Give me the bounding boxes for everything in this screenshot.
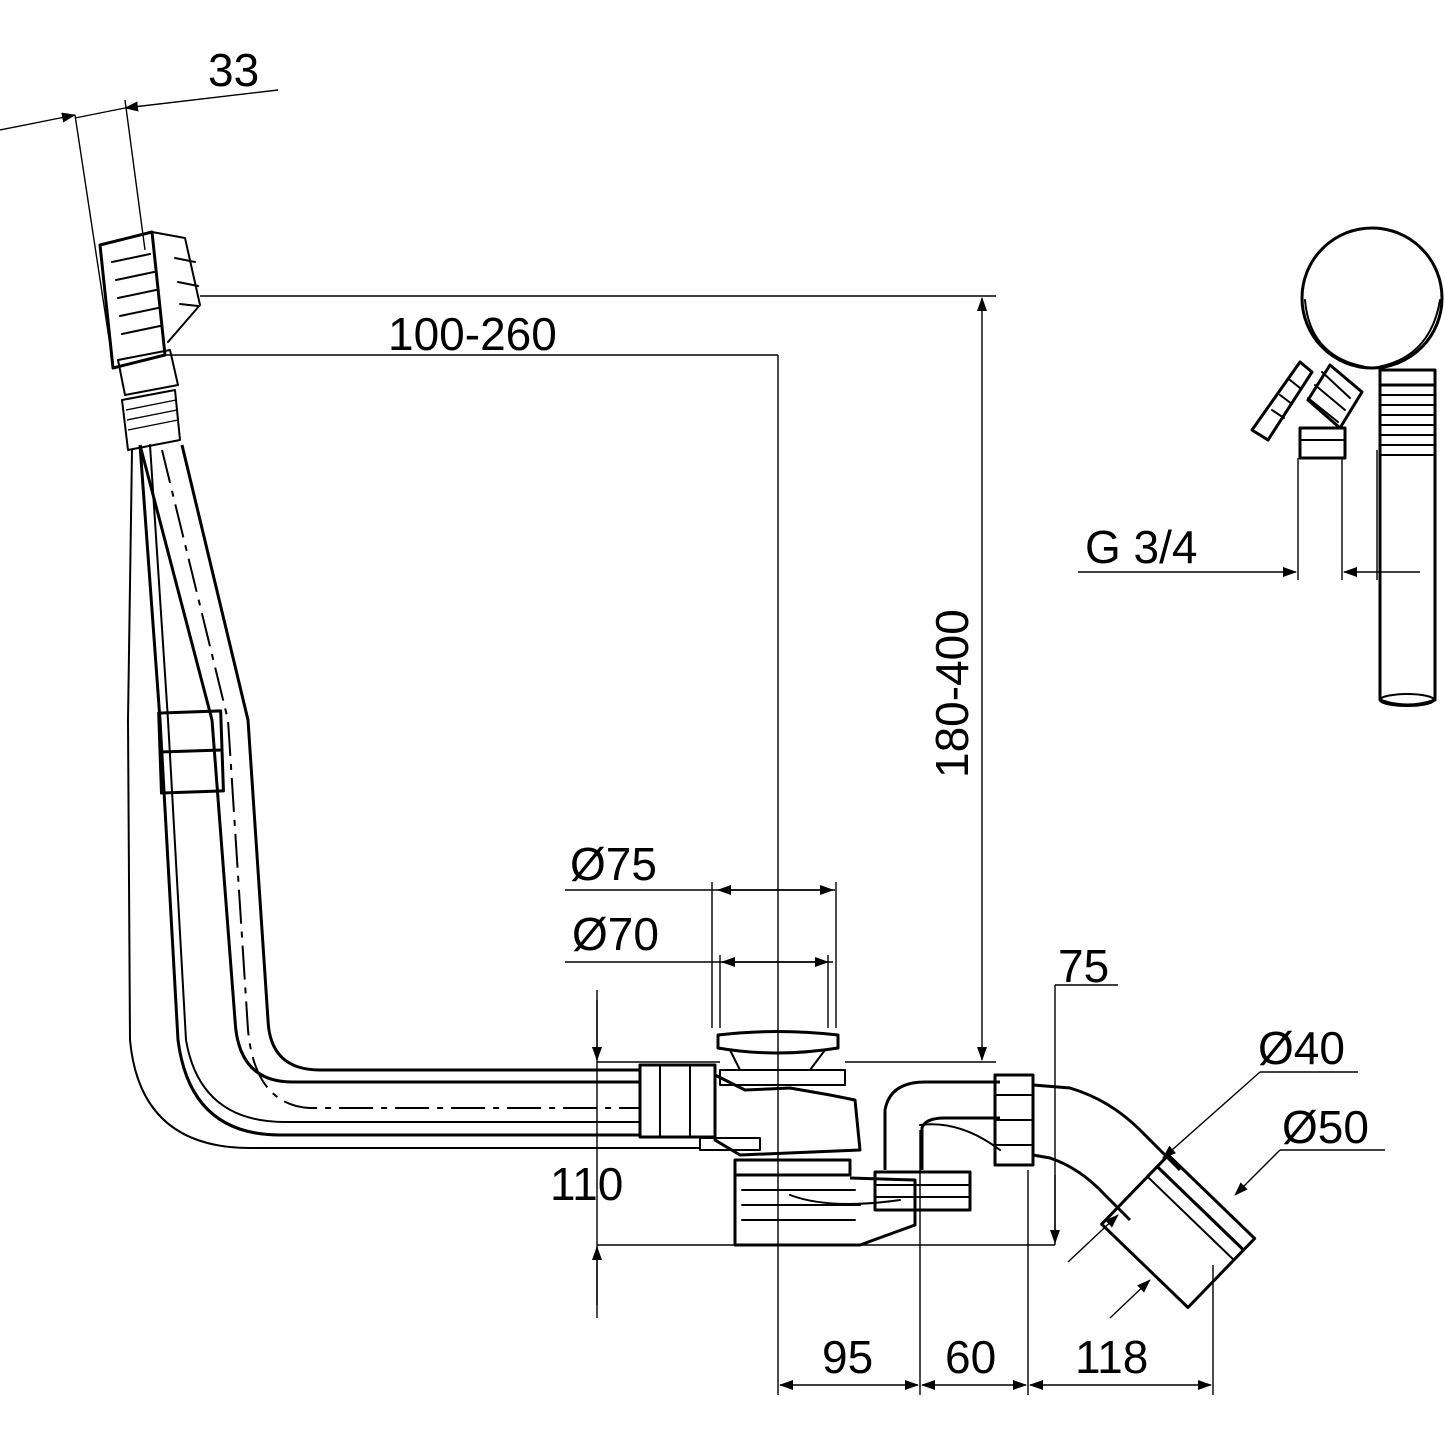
- dim-outlet-small: Ø40: [1258, 1022, 1345, 1074]
- dim-overflow-offset: 100-260: [388, 308, 557, 360]
- dimension-bottom: 95 60 118: [779, 1130, 1214, 1395]
- dimension-outlet: Ø40 Ø50: [1067, 1022, 1385, 1319]
- outlet-elbow: [883, 1073, 1257, 1310]
- dimension-33: 33: [0, 44, 279, 346]
- dim-strainer-inner: Ø70: [572, 908, 659, 960]
- dim-trap-depth: 110: [550, 1158, 623, 1210]
- dim-tilt-width: 33: [208, 44, 259, 96]
- dim-width-a: 95: [822, 1331, 873, 1383]
- dim-trap-offset: 75: [1058, 940, 1109, 992]
- dimension-100-260: 100-260: [165, 308, 779, 1395]
- dim-width-b: 60: [945, 1331, 996, 1383]
- dimension-110: 110: [550, 990, 1055, 1318]
- dimension-strainer: Ø75 Ø70: [565, 838, 837, 1028]
- dim-width-c: 118: [1075, 1331, 1148, 1383]
- dimension-180-400: 180-400: [200, 295, 996, 1063]
- overflow-head: [98, 230, 201, 451]
- dim-supply-thread: G 3/4: [1085, 521, 1198, 573]
- dim-strainer-outer: Ø75: [570, 838, 657, 890]
- waste-strainer: [638, 1030, 972, 1247]
- dim-outlet-large: Ø50: [1282, 1101, 1369, 1153]
- dimension-75: 75: [1050, 940, 1118, 1245]
- side-detail-overflow: G 3/4: [1078, 226, 1444, 707]
- dim-overflow-height: 180-400: [926, 609, 978, 778]
- overflow-pipe: [127, 444, 701, 1149]
